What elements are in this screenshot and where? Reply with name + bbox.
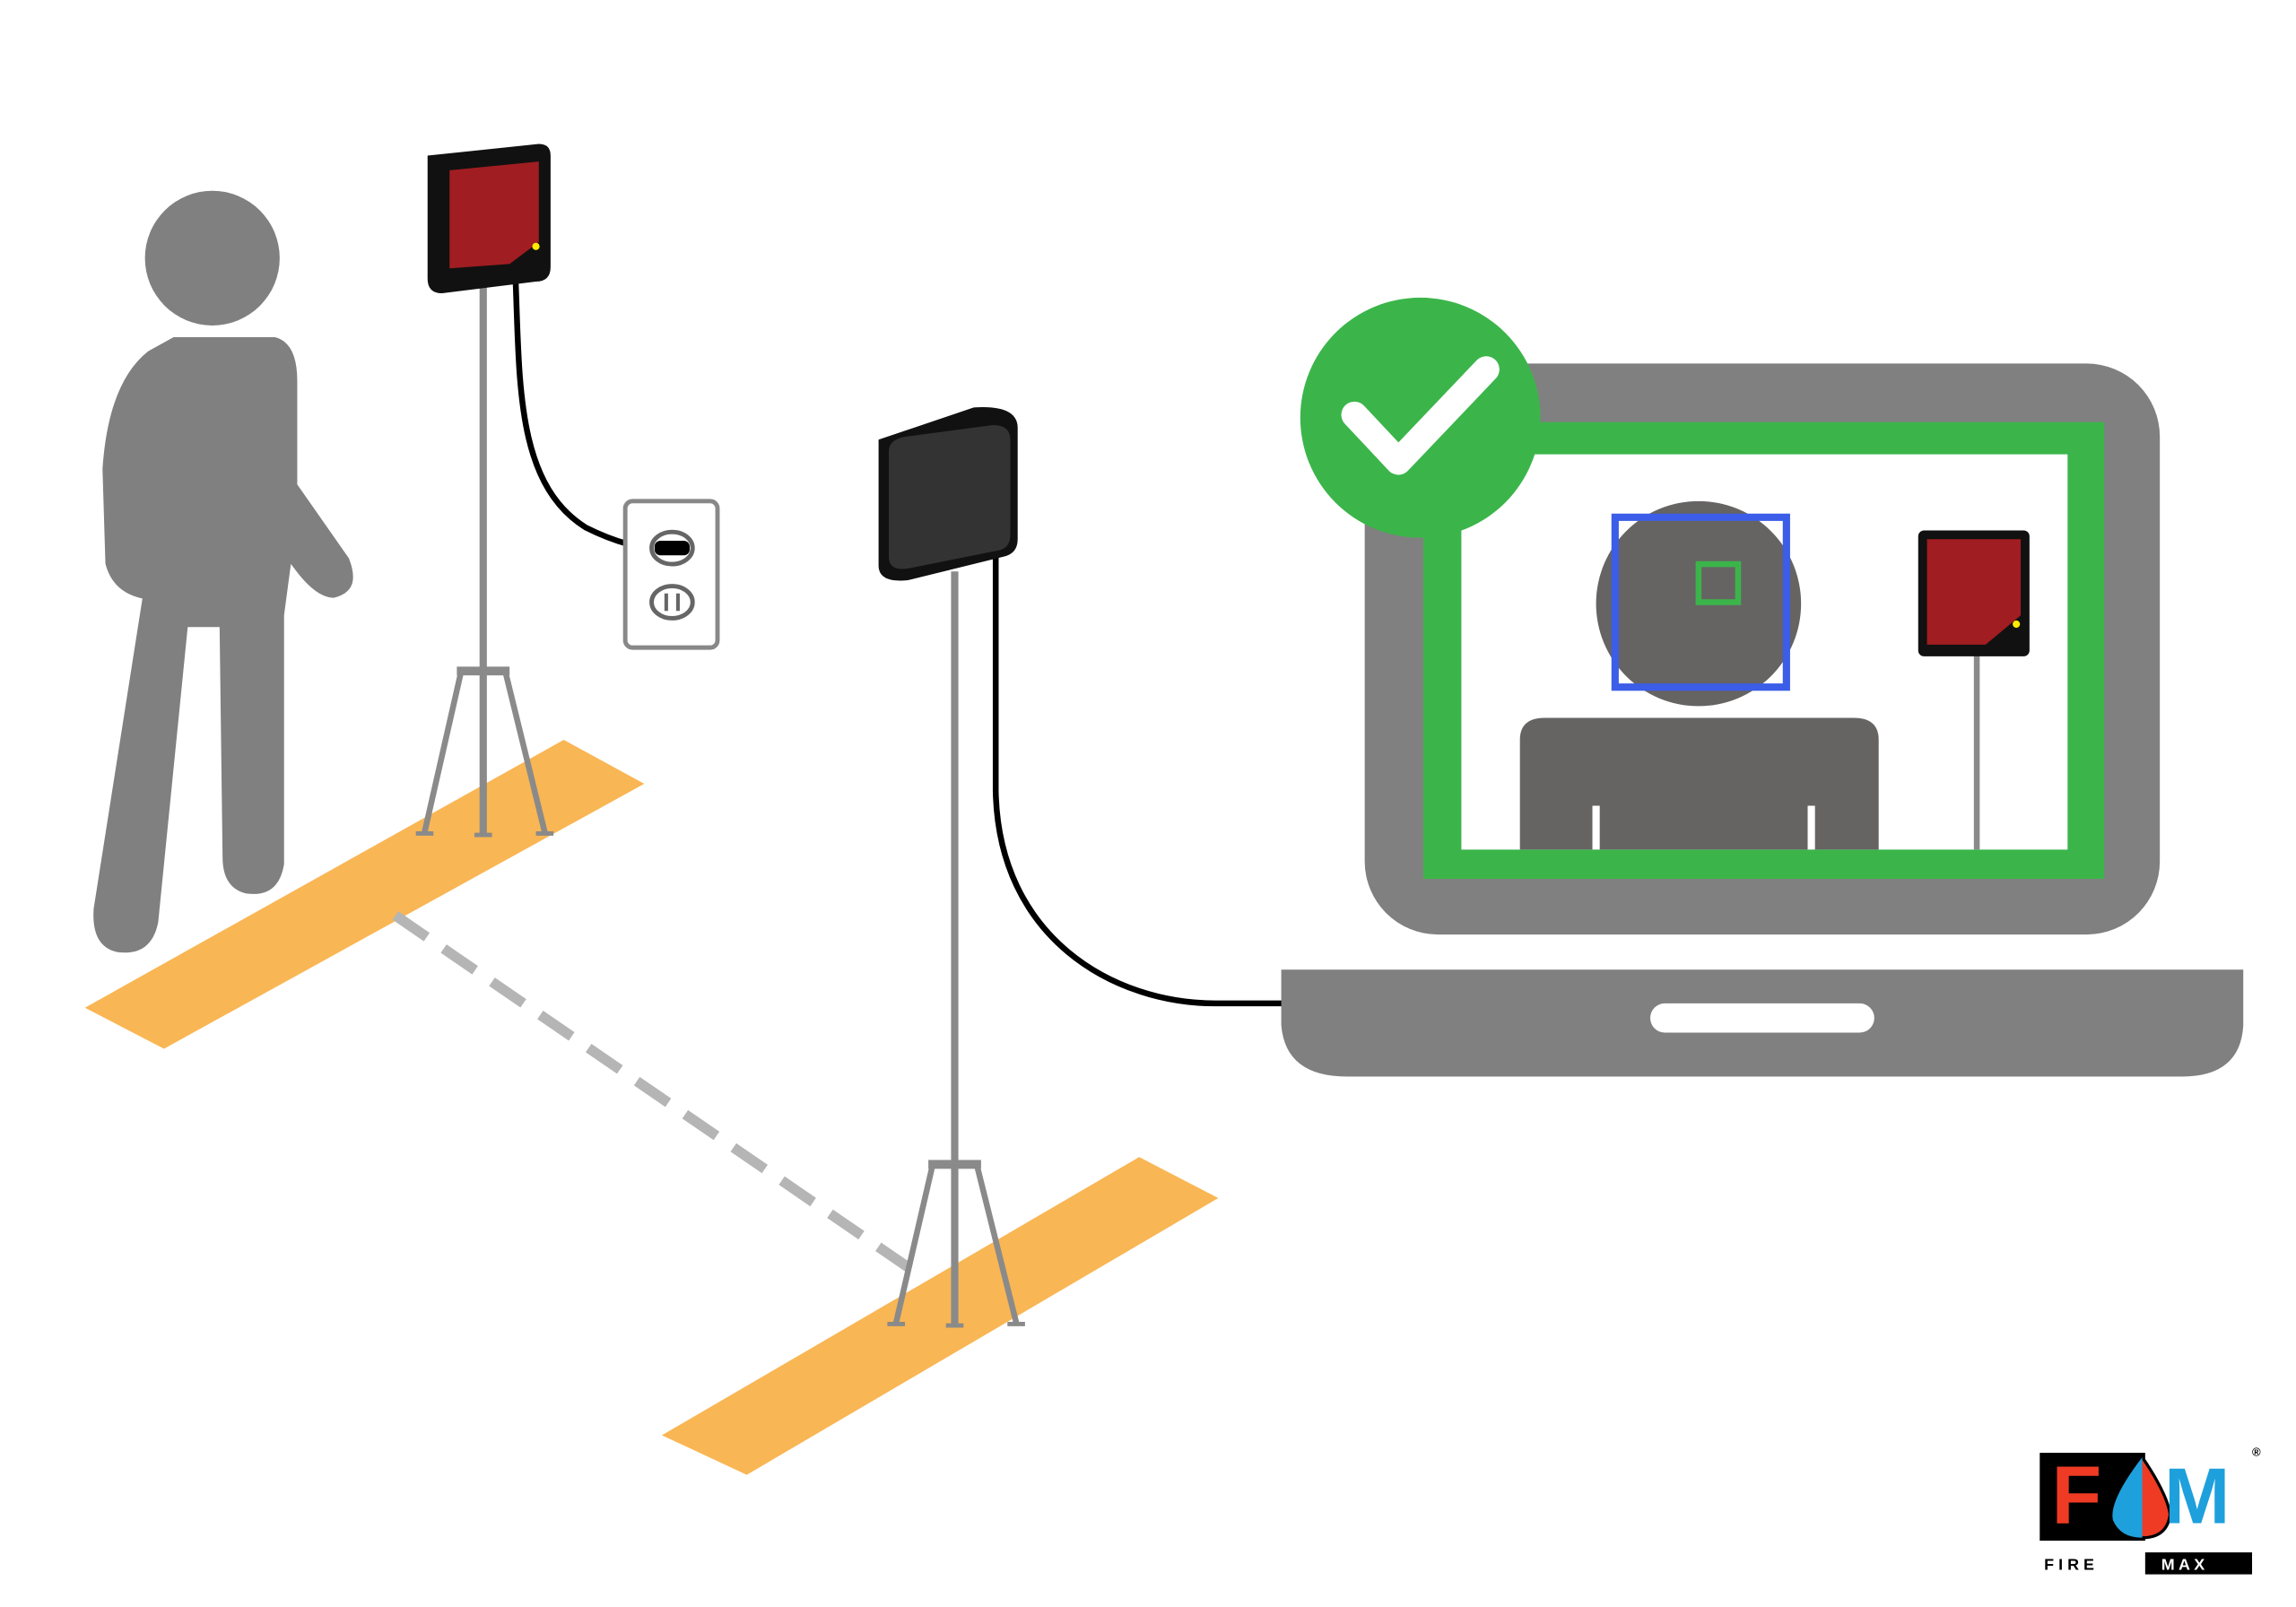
thermal-camera-1: [427, 143, 551, 294]
logo-letter-m: M: [2164, 1451, 2230, 1540]
screen-content: [1519, 500, 2030, 850]
distance-dashed-line: [392, 911, 926, 1281]
power-outlet: [622, 499, 720, 650]
floor-marker-1: [84, 739, 645, 1049]
tripod-1: [415, 285, 554, 838]
firemax-logo: F M ® F I R E M A X: [2039, 1445, 2261, 1575]
tripod-2: [887, 571, 1025, 1328]
trackpad-slot: [1650, 1003, 1874, 1033]
face-detection-box: [1611, 513, 1790, 691]
floor-marker-2: [661, 1157, 1219, 1475]
checkmark-icon: [1300, 297, 1541, 538]
logo-letter-f: F: [2051, 1449, 2101, 1541]
temperature-point-box: [1695, 560, 1742, 605]
logo-registered-mark: ®: [2252, 1445, 2261, 1458]
logo-word-max: M A X: [2161, 1556, 2205, 1574]
logo-word-fire: F I R E: [2044, 1556, 2094, 1574]
usb-cable: [992, 553, 1289, 1007]
camera-2: [878, 407, 1018, 581]
person-figure: [87, 190, 360, 959]
